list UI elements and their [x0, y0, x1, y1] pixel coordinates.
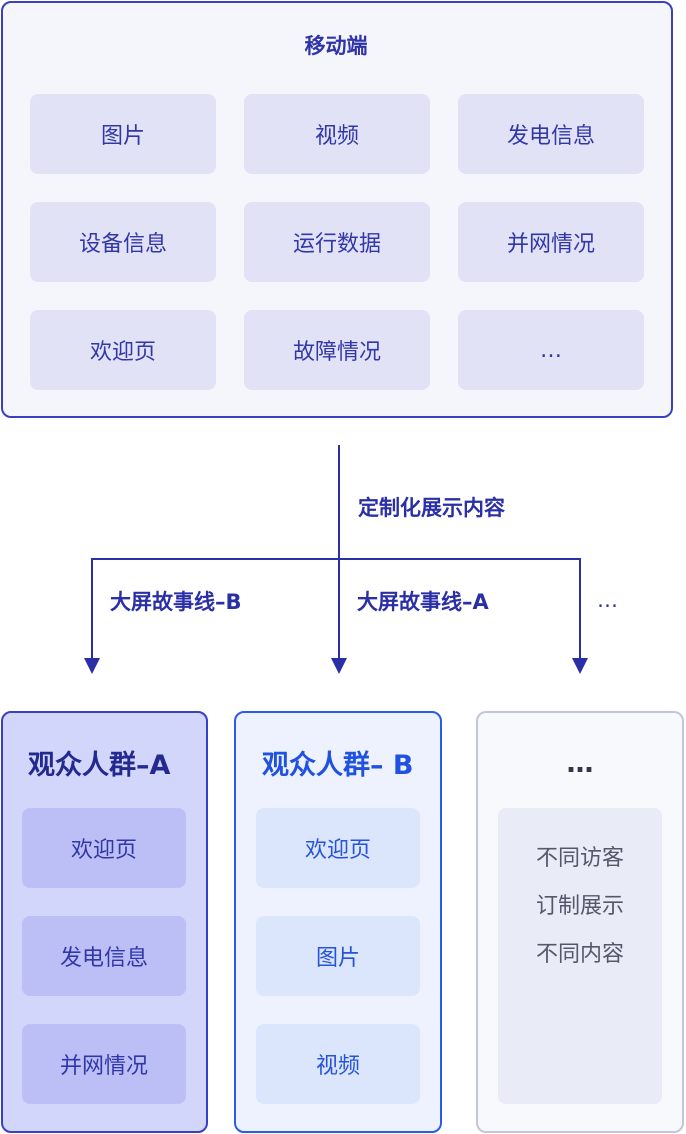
audience-b-item-welcome: 欢迎页 — [256, 808, 420, 888]
branch-more-line — [579, 558, 581, 658]
audience-a-item-welcome: 欢迎页 — [22, 808, 186, 888]
note-line-different-visitors: 不同访客 — [535, 846, 624, 871]
audience-b-item-images: 图片 — [256, 916, 420, 996]
mobile-cell-device-info: 设备信息 — [30, 202, 216, 282]
audience-b-title: 观众人群– B — [262, 750, 414, 781]
branch-b-line — [91, 558, 93, 658]
main-connector-line — [338, 445, 340, 658]
audience-more-note-box — [498, 808, 662, 1104]
mobile-cell-welcome: 欢迎页 — [30, 310, 216, 390]
branch-b-arrow-icon — [84, 658, 100, 674]
audience-more-title: … — [566, 748, 594, 779]
branch-more-label: … — [597, 588, 618, 612]
mobile-cell-more: … — [458, 310, 644, 390]
mobile-cell-grid-status: 并网情况 — [458, 202, 644, 282]
main-connector-label: 定制化展示内容 — [358, 496, 505, 520]
audience-b-item-video: 视频 — [256, 1024, 420, 1104]
mobile-cell-fault-status: 故障情况 — [244, 310, 430, 390]
audience-a-title: 观众人群–A — [28, 750, 171, 781]
note-line-custom-display: 订制展示 — [535, 894, 624, 919]
branch-more-arrow-icon — [572, 658, 588, 674]
mobile-panel-title: 移动端 — [304, 34, 368, 58]
branch-horizontal-line — [91, 558, 581, 560]
mobile-cell-video: 视频 — [244, 94, 430, 174]
branch-a-label: 大屏故事线–A — [357, 590, 489, 614]
branch-a-arrow-icon — [331, 658, 347, 674]
mobile-cell-power-info: 发电信息 — [458, 94, 644, 174]
audience-a-item-power-info: 发电信息 — [22, 916, 186, 996]
note-line-different-content: 不同内容 — [535, 942, 624, 967]
audience-a-item-grid-status: 并网情况 — [22, 1024, 186, 1104]
mobile-cell-operation-data: 运行数据 — [244, 202, 430, 282]
mobile-cell-images: 图片 — [30, 94, 216, 174]
branch-b-label: 大屏故事线–B — [110, 590, 242, 614]
